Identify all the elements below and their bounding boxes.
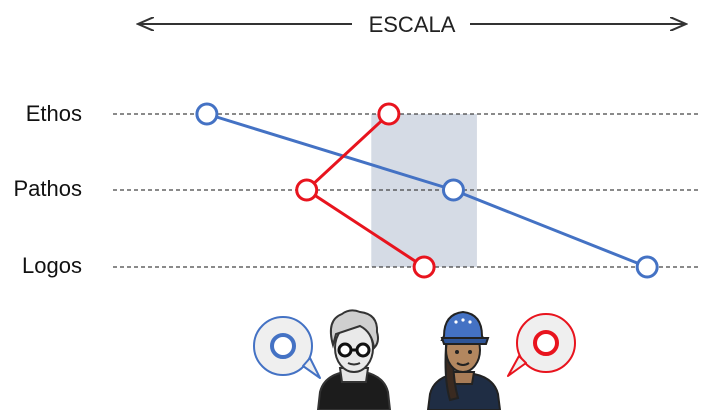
- bubble-marker-red-icon: [533, 330, 559, 356]
- profiles: [195, 102, 659, 279]
- profile-point-red-logos: [412, 255, 436, 279]
- scale-title-bg: [356, 6, 466, 42]
- speech-bubble-blue: [253, 316, 321, 379]
- profile-point-blue-ethos: [195, 102, 219, 126]
- profile-point-blue-logos: [635, 255, 659, 279]
- profile-point-red-pathos: [295, 178, 319, 202]
- profile-point-red-ethos: [377, 102, 401, 126]
- bubble-marker-blue-icon: [270, 333, 296, 359]
- row-guides: Ethos Pathos Logos: [14, 101, 700, 278]
- row-label-logos: Logos: [22, 253, 82, 278]
- scale-header: ESCALA: [138, 6, 686, 42]
- scale-title: ESCALA: [369, 12, 456, 37]
- row-label-pathos: Pathos: [14, 176, 83, 201]
- row-label-ethos: Ethos: [26, 101, 82, 126]
- profile-point-blue-pathos: [441, 178, 465, 202]
- speech-bubble-red: [507, 313, 576, 377]
- young-woman-avatar-icon: [426, 310, 502, 410]
- older-man-avatar-icon: [316, 309, 392, 410]
